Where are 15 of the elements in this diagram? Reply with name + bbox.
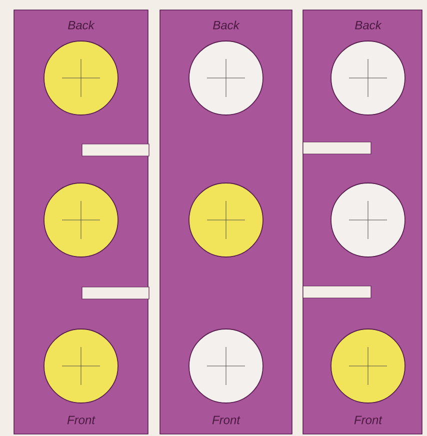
plus-circle [44,328,118,404]
plus-circle [330,328,406,404]
panel-heading: Back [213,20,240,30]
plus-circle [188,182,264,258]
panel-heading: Back [68,20,95,30]
panel-footer: Front [212,416,240,424]
panel-footer: Front [67,416,96,424]
plus-circle [330,182,406,258]
plus-circle [330,40,406,116]
plus-circle [188,328,264,404]
plus-circle [44,40,118,116]
panel-footer: Front [354,416,382,424]
panel-heading: Back [355,20,382,30]
plus-circle [44,182,118,258]
plus-circle [188,40,264,116]
